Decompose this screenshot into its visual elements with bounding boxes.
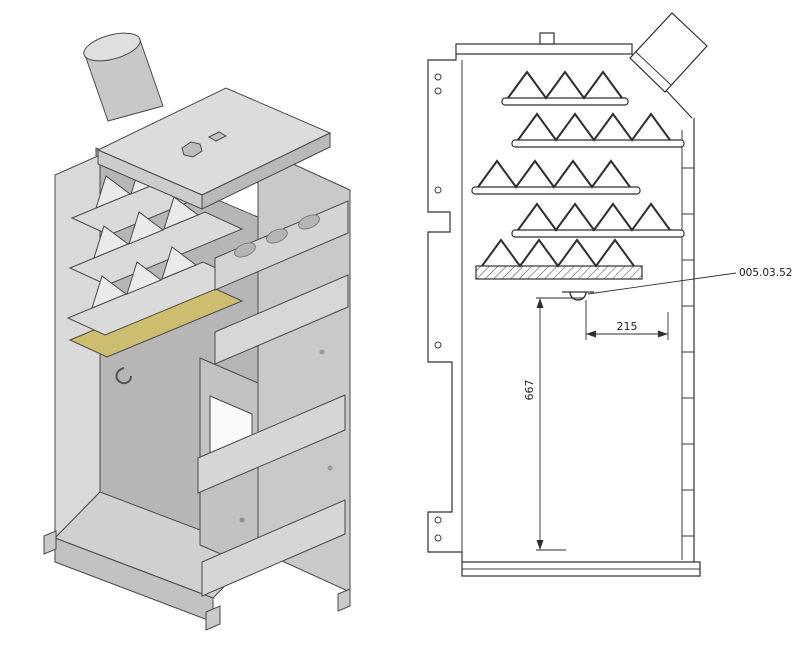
baffle-zigzag (507, 70, 623, 100)
part-leader-line (587, 272, 737, 295)
wall-hole (319, 349, 325, 355)
baffle-triangle (128, 211, 165, 245)
baffle-plate-section (471, 186, 641, 195)
bolt-hole (434, 341, 442, 349)
oval-hole (298, 214, 320, 230)
section-view: 005.03.52 215 667 (427, 12, 792, 577)
top-plate-edge (97, 149, 203, 210)
foot-tab (43, 530, 57, 555)
part-bracket-bump (569, 291, 587, 301)
hook-detail (115, 367, 132, 385)
bolt-hole (434, 87, 442, 95)
shelf-plate (201, 499, 346, 597)
baffle-triangle (91, 275, 128, 309)
baffle-triangle (93, 225, 130, 259)
baffle-plate-section (511, 139, 685, 148)
oval-hole (234, 242, 256, 258)
height-dimension-label: 667 (523, 380, 536, 401)
shelf-plate (214, 274, 349, 365)
flue-pipe-opening (83, 32, 141, 62)
wall-hole (327, 465, 333, 471)
shelf-plate (197, 394, 346, 494)
top-plate-section (455, 43, 633, 55)
baffle-zigzag (517, 112, 671, 142)
foot-tab (205, 605, 221, 631)
oval-hole (266, 228, 288, 244)
baffle-plate-section (501, 97, 629, 106)
isometric-view (43, 32, 351, 631)
hex-cutout (181, 141, 203, 158)
bolt-hole (434, 534, 442, 542)
baffle-plate-section (511, 229, 685, 238)
baffle-triangle (161, 246, 198, 280)
baffle-zigzag (481, 238, 635, 268)
baffle-triangle (95, 175, 132, 209)
bolt-hole (434, 186, 442, 194)
baffle-zigzag (477, 159, 631, 189)
flue-stub-section (629, 12, 708, 93)
flue-stub-inner-line (635, 51, 672, 86)
dimension-arrow (586, 330, 596, 338)
baffle-triangle (163, 196, 200, 230)
slot-cutout (207, 131, 228, 142)
foot-tab (337, 588, 351, 612)
top-tab (539, 32, 555, 45)
panel-hole (239, 517, 245, 523)
baffle-zigzag (517, 202, 671, 232)
dimension-arrow (536, 298, 544, 308)
part-number-label: 005.03.52 (739, 267, 792, 279)
width-dimension-label: 215 (617, 320, 638, 333)
bolt-hole (434, 73, 442, 81)
baffle-triangle (126, 261, 163, 295)
dimension-arrow (536, 540, 544, 550)
part-bracket-notch (569, 291, 587, 301)
hatched-baffle-bar (475, 265, 643, 280)
dimension-arrow (658, 330, 668, 338)
left-profile (427, 54, 463, 562)
bolt-hole (434, 516, 442, 524)
